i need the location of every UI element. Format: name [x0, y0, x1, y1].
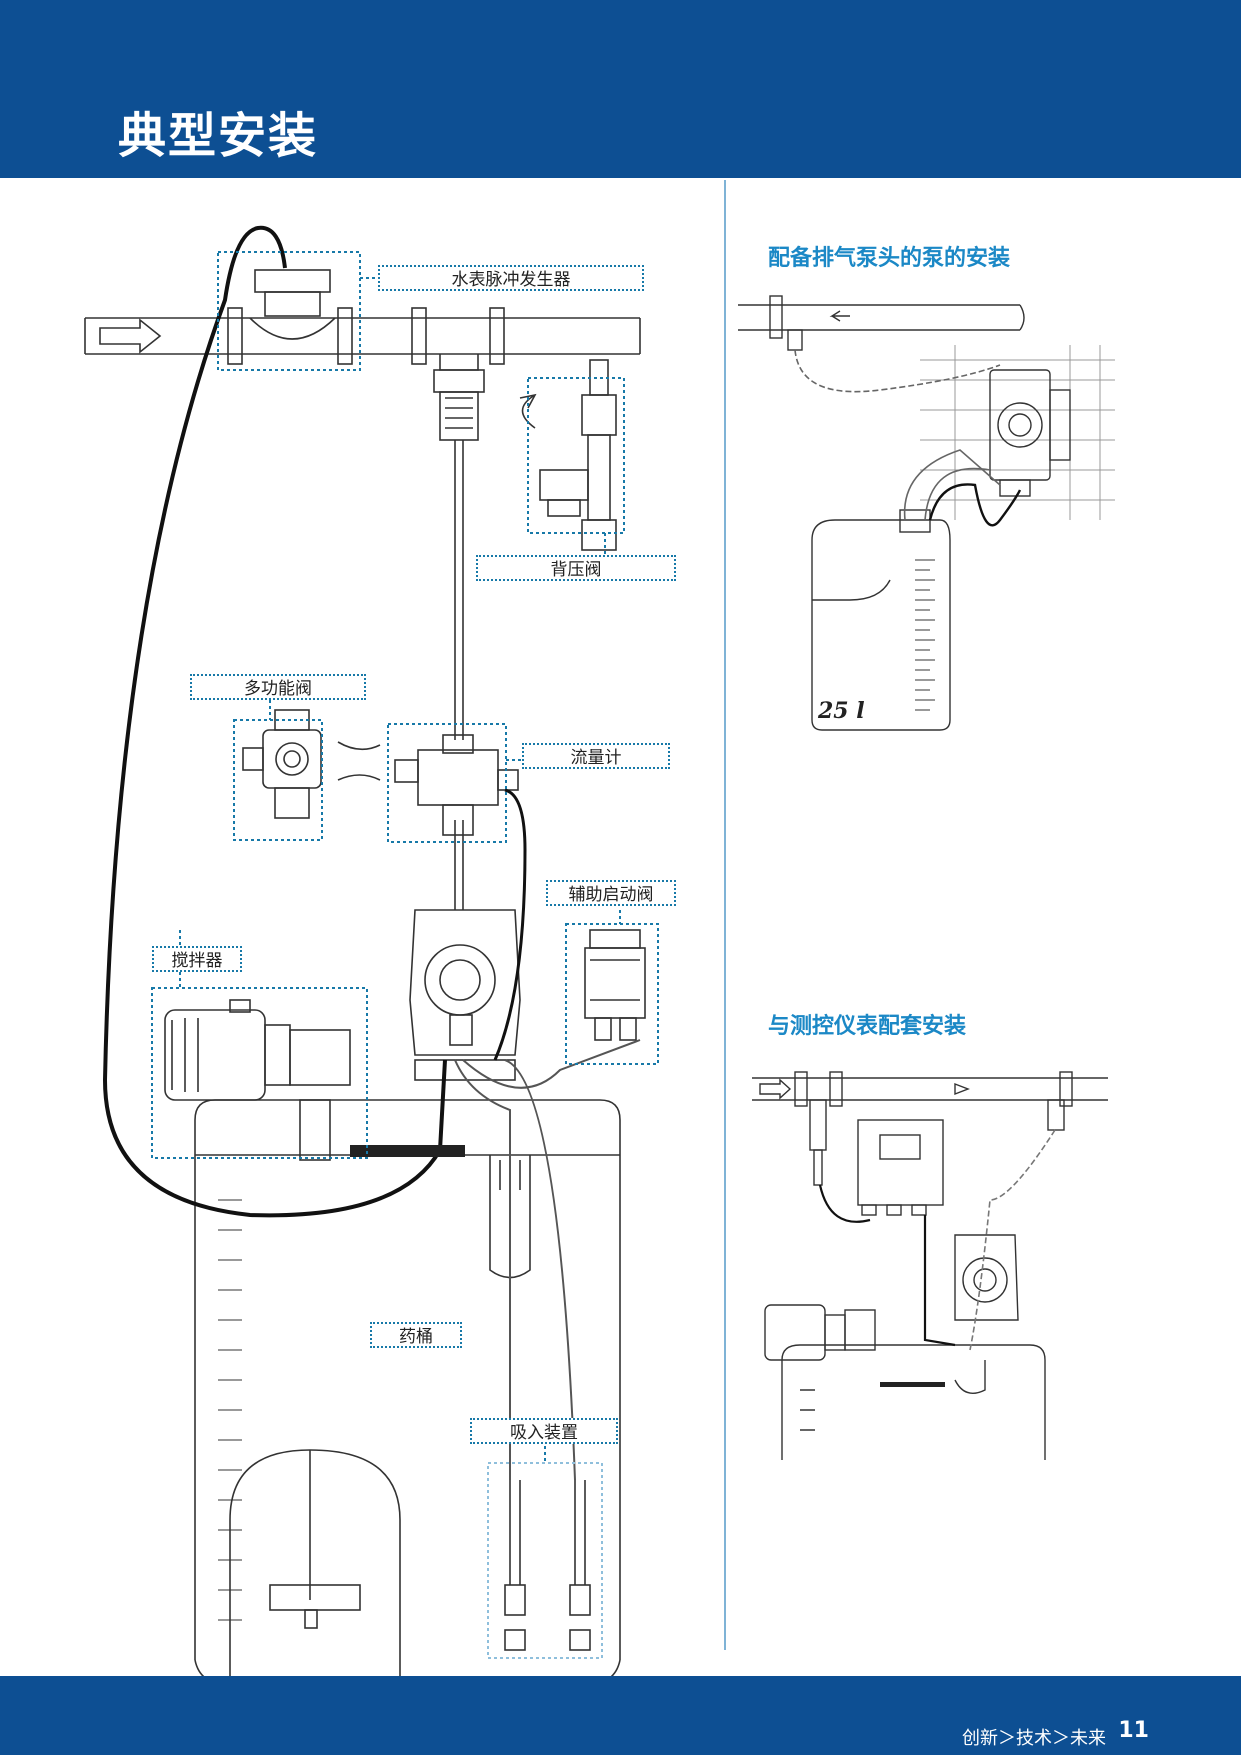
label-pulse-generator: 水表脉冲发生器	[378, 265, 644, 291]
footer-slogan: 创新＞技术＞未来	[962, 1728, 1106, 1749]
label-mixer: 搅拌器	[152, 946, 242, 972]
section-title-vent-pump: 配备排气泵头的泵的安装	[768, 246, 1011, 271]
column-divider	[724, 180, 726, 1650]
page-number: 11	[1118, 1718, 1149, 1743]
header-bar	[0, 0, 1241, 178]
label-back-pressure-valve: 背压阀	[476, 555, 676, 581]
label-aux-start-valve: 辅助启动阀	[546, 880, 676, 906]
section-title-controller: 与测控仪表配套安装	[768, 1014, 967, 1039]
label-flow-meter: 流量计	[522, 743, 670, 769]
label-tank: 药桶	[370, 1322, 462, 1348]
label-multifunction-valve: 多功能阀	[190, 674, 366, 700]
tank-volume-label: 25 l	[818, 698, 865, 724]
page-title: 典型安装	[118, 108, 319, 164]
footer-bar	[0, 1676, 1241, 1755]
label-suction-device: 吸入装置	[470, 1418, 618, 1444]
